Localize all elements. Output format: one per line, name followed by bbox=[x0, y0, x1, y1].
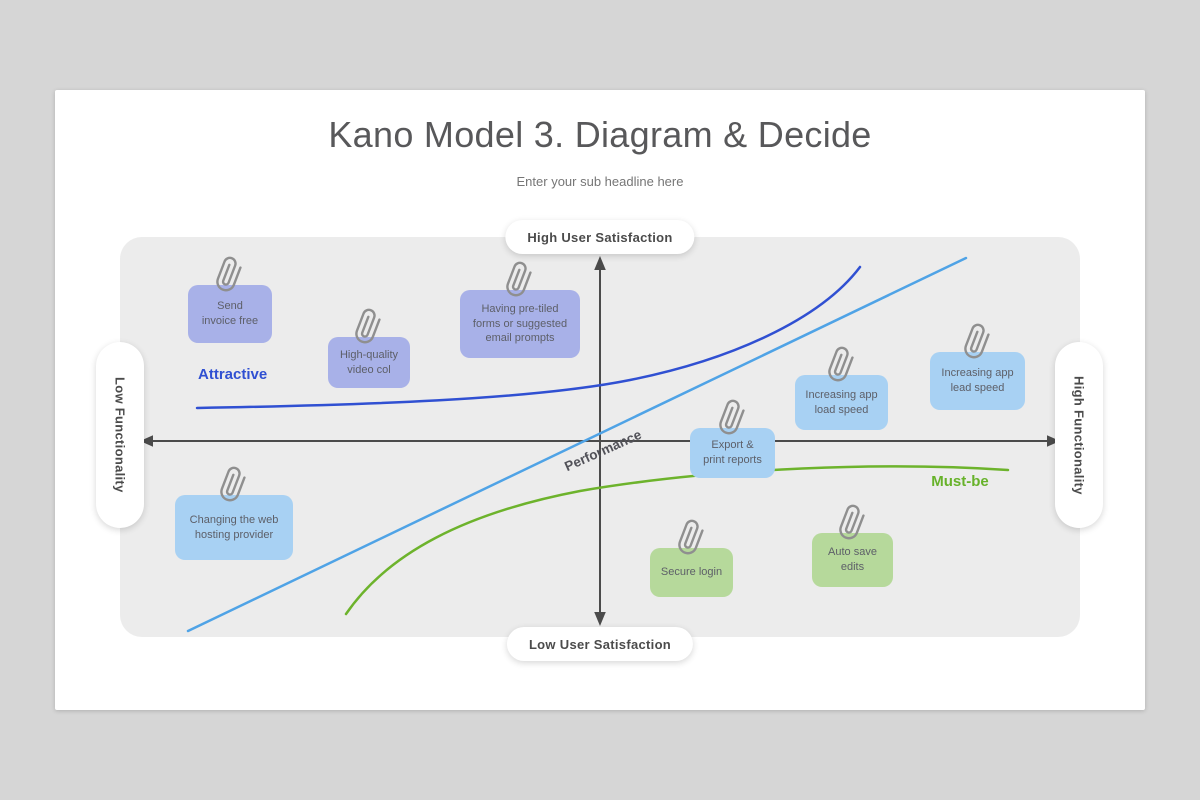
axis-label-low-user-satisfaction: Low User Satisfaction bbox=[506, 627, 694, 661]
note-text: Secure login bbox=[660, 566, 723, 579]
slide: Kano Model 3. Diagram & Decide Enter you… bbox=[55, 90, 1145, 710]
note-text: High-quality video col bbox=[339, 348, 399, 376]
note-increasing-app-load-speed[interactable]: Increasing app load speed bbox=[795, 346, 888, 430]
must-be-label: Must-be bbox=[931, 473, 989, 490]
axis-label-text: Low User Satisfaction bbox=[528, 636, 672, 652]
paperclip-icon bbox=[206, 252, 253, 302]
y-axis-bottom-arrow-icon bbox=[594, 612, 606, 626]
x-axis-right-arrow-icon bbox=[1047, 435, 1060, 447]
kano-diagram-panel: Attractive Performance Must-be bbox=[120, 237, 1080, 637]
note-text: Changing the web hosting provider bbox=[189, 513, 279, 541]
paperclip-icon bbox=[345, 304, 392, 354]
x-axis-left-arrow-icon bbox=[140, 435, 153, 447]
axis-label-text: High User Satisfaction bbox=[527, 229, 673, 245]
note-text: Auto save edits bbox=[828, 546, 877, 573]
paperclip-icon bbox=[668, 515, 715, 565]
note-text: Send invoice free bbox=[201, 300, 259, 327]
note-text: Export & print reports bbox=[703, 439, 762, 466]
paperclip-icon bbox=[210, 462, 257, 512]
axis-label-high-user-satisfaction: High User Satisfaction bbox=[505, 220, 695, 254]
page-subtitle[interactable]: Enter your sub headline here bbox=[516, 174, 684, 189]
axis-label-text: High Functionality bbox=[1071, 375, 1087, 495]
y-axis-top-arrow-icon bbox=[594, 256, 606, 270]
paperclip-icon bbox=[954, 319, 1001, 369]
note-text: Having pre-tiled forms or suggested emai… bbox=[472, 303, 568, 345]
note-secure-login[interactable]: Secure login bbox=[650, 519, 733, 597]
note-auto-save-edits[interactable]: Auto save edits bbox=[812, 504, 893, 587]
page-title[interactable]: Kano Model 3. Diagram & Decide bbox=[328, 114, 872, 155]
paperclip-icon bbox=[818, 342, 865, 392]
performance-line bbox=[186, 256, 968, 633]
kano-diagram-canvas bbox=[140, 256, 1060, 633]
note-export-print-reports[interactable]: Export & print reports bbox=[690, 399, 775, 478]
attractive-curve bbox=[195, 265, 862, 410]
attractive-label: Attractive bbox=[198, 366, 268, 383]
axis-label-low-functionality: Low Functionality bbox=[96, 342, 144, 528]
paperclip-icon bbox=[829, 500, 876, 550]
note-text: Increasing app lead speed bbox=[941, 367, 1014, 394]
axis-label-high-functionality: High Functionality bbox=[1055, 342, 1103, 528]
paperclip-icon bbox=[709, 395, 756, 445]
note-send-invoice-free[interactable]: Send invoice free bbox=[188, 256, 272, 343]
paperclip-icon bbox=[496, 257, 543, 307]
note-high-quality-video[interactable]: High-quality video col bbox=[328, 308, 410, 388]
axis-label-text: Low Functionality bbox=[112, 377, 128, 493]
note-text: Increasing app load speed bbox=[805, 388, 878, 416]
note-changing-web-hosting[interactable]: Changing the web hosting provider bbox=[175, 466, 293, 560]
must-be-curve bbox=[344, 465, 1010, 616]
note-increasing-app-lead-speed[interactable]: Increasing app lead speed bbox=[930, 323, 1025, 410]
note-having-pre-tiled-forms[interactable]: Having pre-tiled forms or suggested emai… bbox=[460, 261, 580, 358]
